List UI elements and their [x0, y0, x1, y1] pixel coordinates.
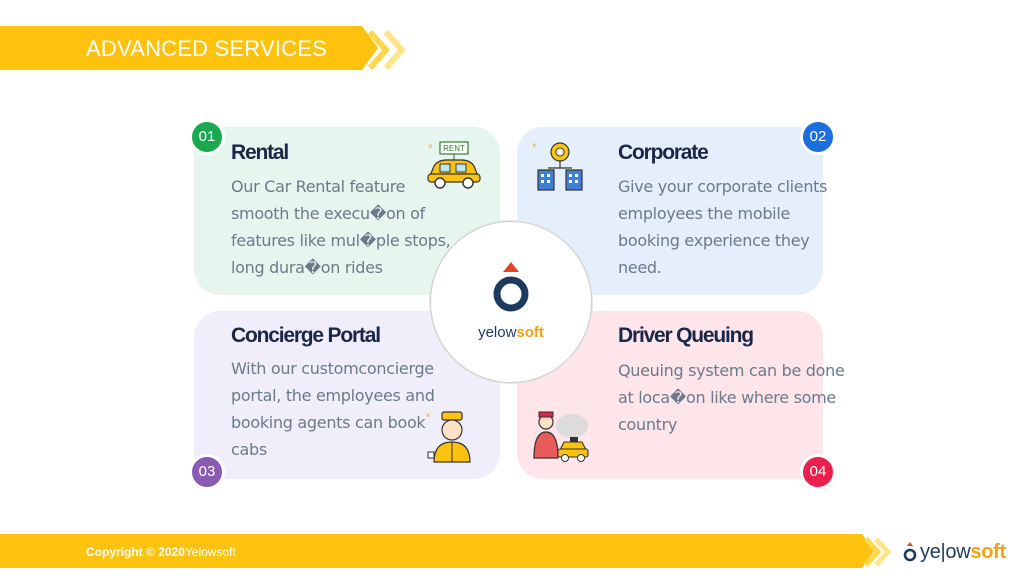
badge-04: 04: [800, 454, 836, 490]
copyright-year: 2020: [158, 545, 185, 559]
header-banner: [0, 26, 362, 70]
center-logo-word-main: yelow: [478, 324, 517, 341]
badge-03: 03: [189, 454, 225, 490]
footer-brand-main: ye|ow: [920, 541, 971, 563]
yelowsoft-logo-icon: [493, 262, 529, 312]
header-chevrons-icon: [367, 30, 407, 70]
footer-brand-accent: soft: [970, 541, 1006, 563]
badge-02: 02: [800, 119, 836, 155]
card-text-rental: Our Car Rental feature smooth the execu�…: [231, 177, 451, 277]
card-text-corporate: Give your corporate clients employees th…: [618, 177, 828, 277]
rent-sign-text: RENT: [443, 144, 465, 153]
copyright-label: Copyright ©: [86, 545, 159, 559]
center-logo-word-accent: soft: [516, 324, 544, 341]
svg-text:×: ×: [426, 411, 431, 420]
footer-bar: [0, 534, 862, 568]
driver-queuing-icon: [533, 411, 589, 462]
copyright-company: Yelowsoft: [184, 545, 236, 559]
badge-01: 01: [189, 119, 225, 155]
footer-brand-logo-icon: [903, 542, 917, 562]
svg-text:×: ×: [428, 142, 433, 151]
center-logo-circle: yelowsoft: [430, 221, 592, 383]
page-title: ADVANCED SERVICES: [86, 36, 327, 61]
car-rental-icon: RENT ×: [427, 141, 481, 189]
card-title-rental: Rental: [231, 141, 289, 164]
card-text-driver-queuing: Queuing system can be done at loca�on li…: [618, 361, 845, 434]
svg-text:×: ×: [532, 141, 537, 150]
card-title-concierge-portal: Concierge Portal: [231, 324, 381, 347]
concierge-icon: ×: [426, 411, 471, 463]
footer-chevrons-icon: [864, 537, 892, 567]
card-text-concierge-portal: With our customconcierge portal, the emp…: [231, 359, 435, 459]
card-title-driver-queuing: Driver Queuing: [618, 324, 754, 347]
footer-copyright: Copyright © 2020Yelowsoft: [86, 545, 236, 559]
card-title-corporate: Corporate: [618, 141, 709, 164]
footer-brand-wordmark: ye|owsoft: [920, 541, 1006, 564]
center-logo-wordmark: yelowsoft: [431, 324, 591, 341]
corporate-icon: ×: [532, 141, 583, 191]
